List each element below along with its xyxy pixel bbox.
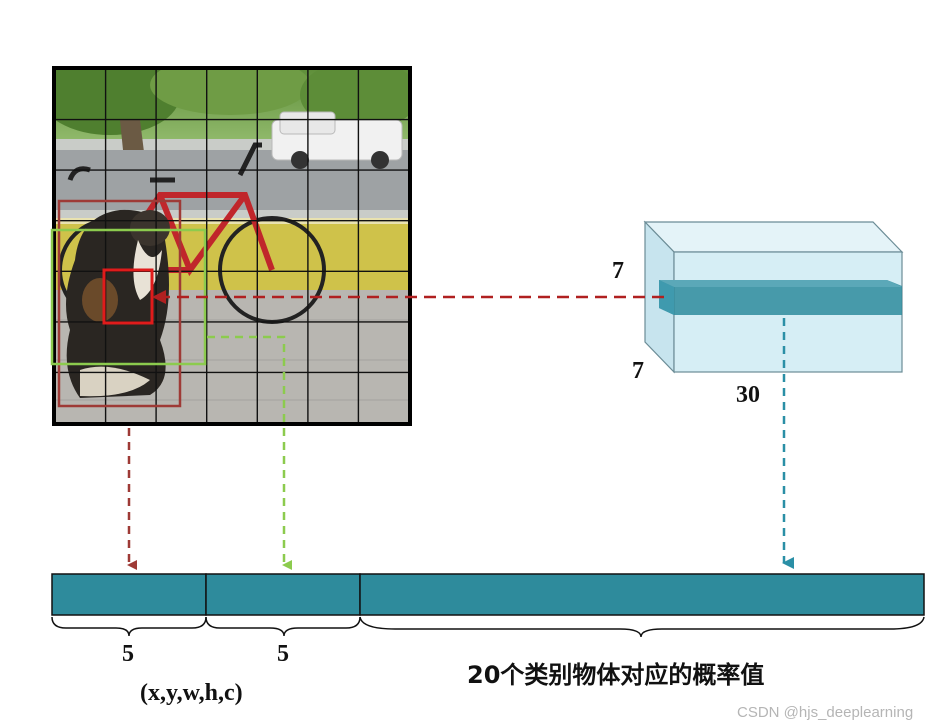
brace-box1 — [52, 617, 206, 636]
tensor-dim-depth: 7 — [632, 358, 644, 384]
vector-segment-classes — [360, 574, 924, 615]
brace-box2 — [206, 617, 360, 636]
output-vector — [52, 574, 924, 615]
segment2-count: 5 — [277, 641, 289, 667]
segment1-caption: (x,y,w,h,c) — [140, 680, 243, 706]
vector-segment-box2 — [206, 574, 360, 615]
watermark: CSDN @hjs_deeplearning — [737, 704, 913, 721]
vector-segment-box1 — [52, 574, 206, 615]
brace-classes — [360, 617, 924, 637]
tensor-dim-channels: 30 — [736, 382, 760, 408]
segment1-count: 5 — [122, 641, 134, 667]
segment3-caption: 20个类别物体对应的概率值 — [467, 661, 764, 689]
output-tensor-cube — [645, 222, 902, 372]
dog-bicycle-photo — [40, 55, 420, 424]
tensor-dim-height: 7 — [612, 258, 624, 284]
